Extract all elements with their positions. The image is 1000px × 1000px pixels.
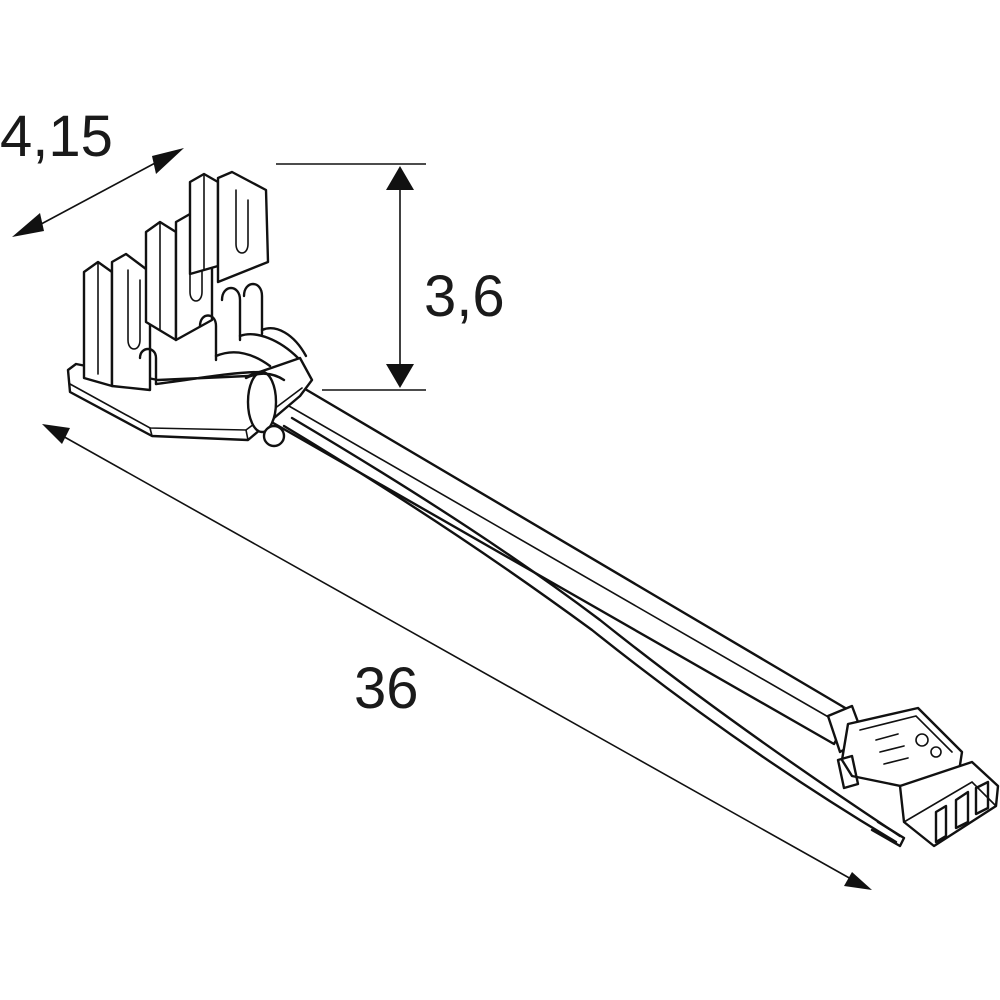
dimension-height: 3,6: [276, 163, 505, 391]
dimension-length-label: 36: [354, 656, 419, 721]
base-connector: [66, 170, 314, 448]
plug-connector: [826, 704, 1000, 848]
dimension-width: 4,15: [0, 104, 184, 237]
cable-bundle: [266, 384, 906, 848]
dimension-length: 36: [42, 424, 872, 890]
dimension-height-label: 3,6: [424, 264, 505, 329]
dimension-width-label: 4,15: [0, 104, 113, 169]
